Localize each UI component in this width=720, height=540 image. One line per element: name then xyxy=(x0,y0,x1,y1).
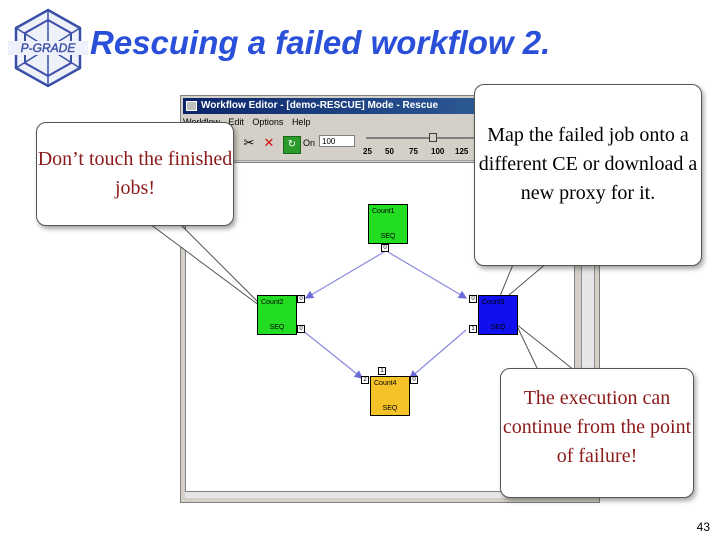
callout-continue-execution: The execution can continue from the poin… xyxy=(500,368,694,498)
port-out[interactable]: 0 xyxy=(381,244,389,252)
toolbar: ✂ ✕ ↻ On 100 25 50 75 100 125 xyxy=(183,130,597,161)
app-icon xyxy=(186,101,197,111)
menu-help[interactable]: Help xyxy=(291,117,311,127)
job-name: Count1 xyxy=(372,208,395,215)
window-title: Workflow Editor - [demo-RESCUE] Mode - R… xyxy=(201,100,439,111)
scissors-icon[interactable]: ✂ xyxy=(243,136,255,151)
job-type: SEQ xyxy=(380,233,396,240)
p-grade-logo: P-GRADE xyxy=(8,8,88,88)
port-in[interactable]: 0 xyxy=(297,295,305,303)
logo-text: P-GRADE xyxy=(21,41,77,55)
port-in[interactable]: 0 xyxy=(469,295,477,303)
port-out[interactable]: 0 xyxy=(410,376,418,384)
zoom-slider-track[interactable] xyxy=(366,137,476,139)
zoom-slider-thumb[interactable] xyxy=(429,133,437,142)
page-number: 43 xyxy=(696,520,710,534)
horizontal-scrollbar[interactable] xyxy=(185,492,575,498)
job-node[interactable]: Count4 SEQ xyxy=(370,376,410,416)
slide-title: Rescuing a failed workflow 2. xyxy=(90,24,551,61)
zoom-tick: 25 xyxy=(363,147,372,156)
job-name: Count4 xyxy=(374,380,397,387)
menu-options[interactable]: Options xyxy=(252,117,284,127)
job-name: Count3 xyxy=(482,299,505,306)
port-out[interactable]: 1 xyxy=(469,325,477,333)
delete-icon[interactable]: ✕ xyxy=(263,136,275,151)
zoom-tick: 75 xyxy=(409,147,418,156)
on-label: On xyxy=(303,138,316,148)
port-in[interactable]: 2 xyxy=(361,376,369,384)
menu-edit[interactable]: Edit xyxy=(228,117,244,127)
job-name: Count2 xyxy=(261,299,284,306)
port-top[interactable]: 1 xyxy=(378,367,386,375)
port-out[interactable]: 0 xyxy=(297,325,305,333)
zoom-tick: 100 xyxy=(431,147,445,156)
job-node[interactable]: Count1 SEQ xyxy=(368,204,408,244)
job-node[interactable]: Count3 SEQ xyxy=(478,295,518,335)
callout-remap-job: Map the failed job onto a different CE o… xyxy=(474,84,702,266)
callout-finished-jobs: Don’t touch the finished jobs! xyxy=(36,122,234,226)
job-node[interactable]: Count2 SEQ xyxy=(257,295,297,335)
zoom-tick: 50 xyxy=(385,147,394,156)
refresh-icon[interactable]: ↻ xyxy=(283,136,301,154)
on-value-input[interactable]: 100 xyxy=(319,135,355,147)
job-type: SEQ xyxy=(490,324,506,331)
job-type: SEQ xyxy=(269,324,285,331)
job-type: SEQ xyxy=(382,405,398,412)
zoom-tick: 125 xyxy=(455,147,469,156)
